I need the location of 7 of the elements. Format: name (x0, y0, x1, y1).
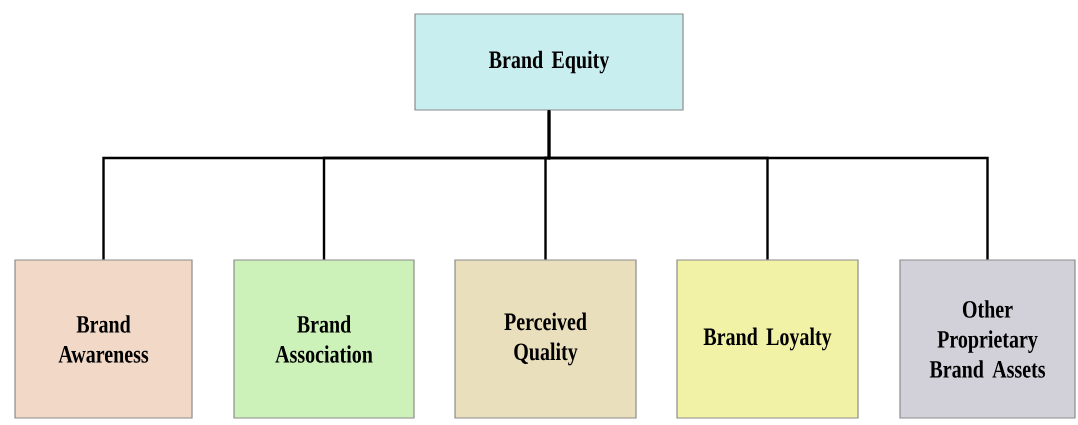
connector-line (547, 110, 989, 260)
category-box: Brand Awareness (14, 259, 193, 419)
category-box: Brand Loyalty (676, 259, 859, 419)
root-box: Brand Equity (414, 13, 684, 111)
category-box: Brand Association (233, 259, 415, 419)
category-box: Other Proprietary Brand Assets (899, 259, 1076, 419)
category-box: Perceived Quality (454, 259, 637, 419)
